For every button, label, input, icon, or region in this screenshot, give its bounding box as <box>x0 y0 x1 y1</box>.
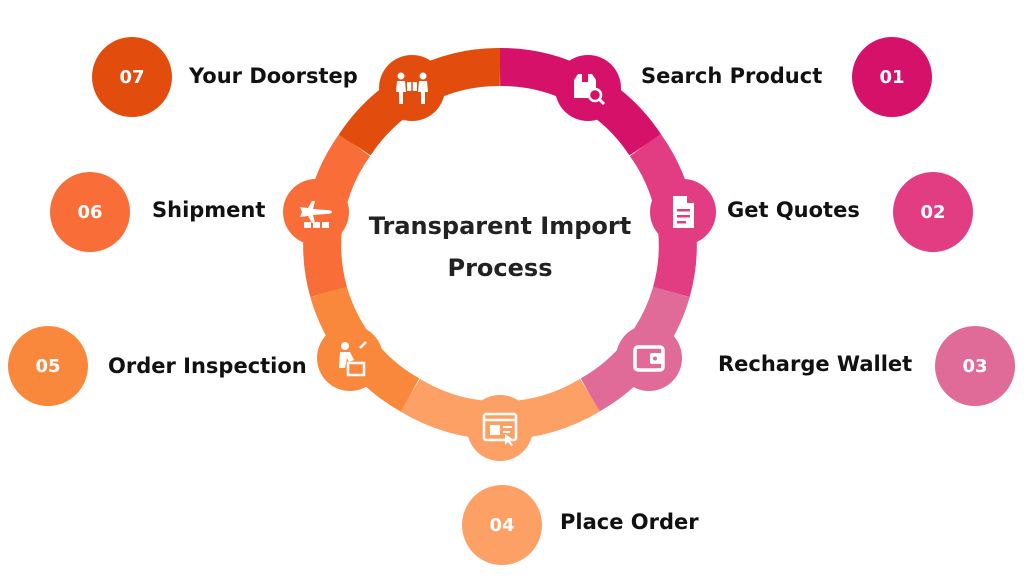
step-number-02: 02 <box>893 172 973 252</box>
package-search-icon <box>555 55 621 121</box>
step-label-order-inspection: Order Inspection <box>108 354 307 378</box>
step-number-04: 04 <box>462 485 542 565</box>
center-title: Transparent Import Process <box>340 205 660 289</box>
step-label-place-order: Place Order <box>560 510 699 534</box>
step-label-shipment: Shipment <box>152 198 266 222</box>
online-shop-icon <box>467 395 533 461</box>
airplane-icon <box>283 179 349 245</box>
wallet-icon <box>616 325 682 391</box>
document-icon <box>650 179 716 245</box>
center-title-line-1: Transparent Import <box>368 212 632 240</box>
step-label-search-product: Search Product <box>641 64 823 88</box>
step-number-03: 03 <box>935 326 1015 406</box>
step-number-05: 05 <box>8 326 88 406</box>
step-number-01: 01 <box>852 37 932 117</box>
step-number-07: 07 <box>92 37 172 117</box>
step-label-your-doorstep: Your Doorstep <box>189 64 358 88</box>
step-number-06: 06 <box>50 172 130 252</box>
center-title-line-2: Process <box>447 254 553 282</box>
step-label-get-quotes: Get Quotes <box>727 198 860 222</box>
step-label-recharge-wallet: Recharge Wallet <box>718 352 913 376</box>
delivery-handover-icon <box>379 55 445 121</box>
inspector-icon <box>317 325 383 391</box>
